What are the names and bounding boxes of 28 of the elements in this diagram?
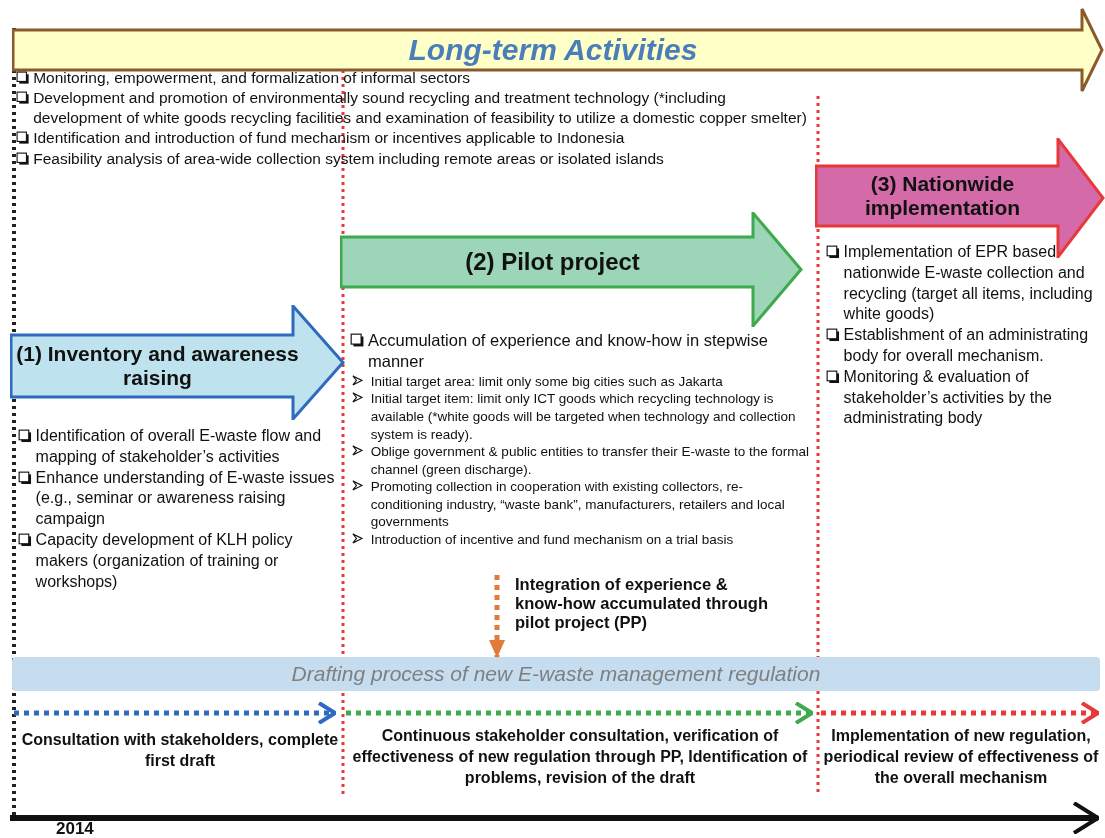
list-item: Establishment of an administrating body for overall mechanism.	[843, 325, 1090, 366]
list-item: Identification and introduction of fund mechanism or incentives applicable to Indonesia	[33, 128, 625, 149]
list-item: Initial target area: limit only some big cities such as Jakarta	[370, 372, 723, 391]
band-title: Drafting process of new E-waste management regulation	[290, 660, 822, 687]
timeline-text: Implementation of new regulation, periodical review of effectiveness of the overall mechanism	[822, 726, 1100, 788]
year-label: 2014	[55, 818, 94, 838]
list-item: Implementation of EPR based nationwide E-waste collection and recycling (target all items, including white goods)	[843, 242, 1094, 325]
phase-title: (1) Inventory and awareness raising	[16, 341, 299, 391]
timeline-text: Continuous stakeholder consultation, verification of effectiveness of new regulation through PP, Identification of problems, revision of the draft	[351, 726, 809, 788]
note-text: Integration of experience & know-how accumulated through pilot project (PP)	[515, 575, 769, 632]
list-item: Feasibility analysis of area-wide collection system including remote areas or isolated islands	[33, 148, 664, 169]
list-item: Promoting collection in cooperation with existing collectors, re-conditioning industry, “waste bank”, manufacturers, retailers and local governments	[370, 478, 786, 531]
list-item: Enhance understanding of E-waste issues (e.g., seminar or awareness raising campaign	[35, 467, 336, 530]
list-item: Oblige government & public entities to transfer their E-waste to the formal channel (green discharge).	[370, 443, 810, 479]
arrow	[489, 575, 505, 658]
timeline-text: Consultation with stakeholders, complete first draft	[20, 730, 340, 771]
phase-title: Long-term Activities	[408, 32, 698, 68]
list-item: Accumulation of experience and know-how in stepwise manner	[368, 330, 769, 373]
list-item: Monitoring & evaluation of stakeholder’s activities by the administrating body	[843, 366, 1053, 429]
list-item: Introduction of incentive and fund mechanism on a trial basis	[370, 530, 734, 549]
list-item: Development and promotion of environmentally sound recycling and treatment technology (*including development of white goods recycling facilities and examination of feasibility to utilize a domestic copper smelter)	[33, 88, 808, 129]
list-item: Identification of overall E-waste flow and mapping of stakeholder’s activities	[35, 426, 323, 467]
list-item: Initial target item: limit only ICT goods which recycling technology is available (*white goods will be targeted when technology and collection system is ready).	[370, 390, 797, 444]
process-band	[12, 657, 1100, 691]
list-item: Monitoring, empowerment, and formalization of informal sectors	[33, 68, 470, 88]
phase-title: (3) Nationwide implementation	[863, 171, 1022, 221]
list-item: Capacity development of KLH policy makers (organization of training or workshops)	[35, 530, 294, 592]
phase-title: (2) Pilot project	[465, 248, 640, 276]
